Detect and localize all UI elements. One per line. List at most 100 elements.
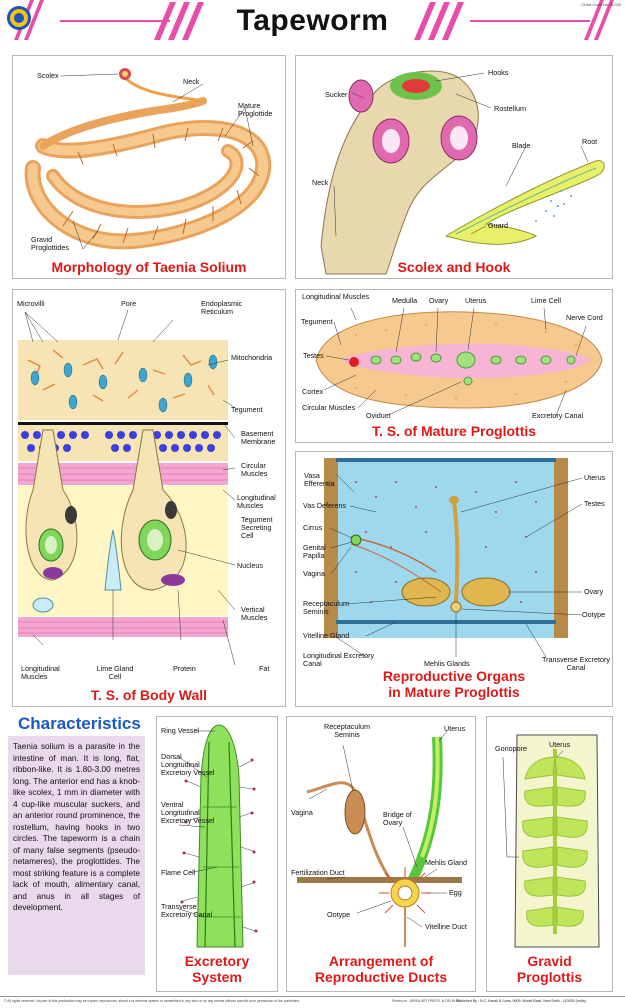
- label-flame-cell: Flame Cell: [161, 868, 196, 877]
- scolex-illustration: [320, 70, 605, 275]
- panel-title-ducts-line1: Arrangement of: [328, 953, 434, 969]
- label-longitudinal-muscles: Longitudinal Muscles: [302, 292, 370, 301]
- label-pore: Pore: [121, 299, 137, 308]
- panel-title-repro-line1: Reproductive Organs: [382, 668, 526, 684]
- panel-title-repro-line2: in Mature Proglottis: [388, 684, 520, 700]
- label-genital-papilla: Genital Papilla: [303, 543, 326, 560]
- label-vitelline-gland: Vitelline Gland: [303, 631, 350, 640]
- panel-title-ducts: Arrangement of Reproductive Ducts: [287, 953, 475, 985]
- characteristics-heading: Characteristics: [18, 714, 141, 733]
- reproductive-ducts-illustration: [297, 730, 462, 947]
- label-cortex: Cortex: [302, 387, 324, 396]
- label-blade: Blade: [512, 141, 531, 150]
- panel-title-gravid: Gravid Proglottis: [487, 953, 612, 985]
- label-ovary: Ovary: [429, 296, 449, 305]
- panel-gravid: Gonopore Uterus Gravid Proglottis: [486, 716, 613, 992]
- panel-scolex: Hooks Sucker Rostellum Root Blade Neck G…: [295, 55, 613, 279]
- label-uterus: Uterus: [465, 296, 487, 305]
- label-ring-vessel: Ring Vessel: [161, 726, 199, 735]
- label-vagina: Vagina: [303, 569, 325, 578]
- receptaculum-seminis-icon: [344, 789, 366, 835]
- scolex-head-icon: [119, 68, 131, 80]
- label-circular-muscles: Circular Muscles: [302, 403, 356, 412]
- label-mehlis-glands: Mehlis Glands: [424, 659, 470, 668]
- panel-body-wall: Microvilli Pore Endoplasmic Reticulum Mi…: [12, 289, 286, 707]
- gravid-proglottis-illustration: [502, 734, 600, 948]
- panel-title-gravid-line2: Proglottis: [516, 969, 583, 985]
- label-egg: Egg: [449, 888, 462, 897]
- excretory-system-illustration: [178, 724, 258, 948]
- label-oviduct: Oviduct: [366, 411, 391, 420]
- label-vasa-efferentia: Vasa Efferentia: [304, 471, 335, 488]
- label-microvilli: Microvilli: [17, 299, 45, 308]
- panel-title-proglottis: T. S. of Mature Proglottis: [371, 423, 537, 439]
- panel-title-excretory-line1: Excretory: [184, 953, 250, 969]
- label-sucker: Sucker: [325, 90, 348, 99]
- chart-code: Chart Code No. B-030: [581, 2, 621, 7]
- label-ovary: Ovary: [584, 587, 604, 596]
- label-mehlis-gland: Mehlis Gland: [425, 858, 467, 867]
- genital-papilla-icon: [350, 534, 362, 546]
- label-root: Root: [582, 137, 598, 146]
- label-neck: Neck: [312, 178, 329, 187]
- tegument-cell-nucleus-icon: [38, 519, 172, 562]
- label-lime-gland-cell: Lime Gland Cell: [96, 664, 134, 681]
- label-vertical-muscles: Vertical Muscles: [241, 605, 268, 622]
- label-ootype: Ootype: [582, 610, 606, 619]
- label-nerve-cord: Nerve Cord: [566, 313, 603, 322]
- footer-copyright: © All rights reserved. No part of this p…: [4, 999, 301, 1003]
- label-scolex: Scolex: [37, 71, 59, 80]
- label-basement-membrane: Basement Membrane: [241, 429, 276, 446]
- panel-title-repro-organs: Reproductive Organs in Mature Proglottis: [296, 668, 612, 700]
- repro-organs-illustration: [324, 458, 583, 658]
- panel-repro-organs: Vasa Efferentia Vas Deferens Cirrus Geni…: [295, 451, 613, 707]
- label-protein: Protein: [173, 664, 196, 673]
- header-stripes: [7, 0, 614, 40]
- label-vas-deferens: Vas Deferens: [303, 501, 347, 510]
- label-medulla: Medulla: [392, 296, 418, 305]
- label-fat: Fat: [259, 664, 270, 673]
- characteristics-text: Taenia solium is a parasite in the intes…: [8, 736, 145, 975]
- page-title: Tapeworm: [236, 4, 389, 37]
- label-excretory-canal: Excretory Canal: [532, 411, 584, 420]
- footer-divider: [0, 996, 625, 997]
- label-ootype: Ootype: [327, 910, 351, 919]
- label-mature-proglottide: Mature Proglottide: [238, 101, 273, 118]
- label-transverse-canal: Transverse Excretory Canal: [161, 902, 213, 919]
- label-neck: Neck: [183, 77, 200, 86]
- label-testes: Testes: [584, 499, 605, 508]
- ovary-icon: [401, 577, 511, 607]
- label-tegument-secreting-cell: Tegument Secreting Cell: [241, 515, 273, 540]
- label-gravid-proglottides: Gravid Proglottides: [31, 235, 69, 252]
- label-longitudinal-muscles-bottom: Longitudinal Muscles: [21, 664, 60, 681]
- panel-ducts: Receptaculum Seminis Uterus Vagina Bridg…: [286, 716, 476, 992]
- label-gonopore: Gonopore: [495, 744, 527, 753]
- label-fertilization-duct: Fertilization Duct: [291, 868, 345, 877]
- label-rostellum: Rostellum: [494, 104, 526, 113]
- ootype-egg-icon: [390, 878, 420, 908]
- label-dorsal-vessel: Dorsal Longitudinal Excretory Vessel: [161, 752, 215, 777]
- label-guard: Guard: [488, 221, 508, 230]
- footer-publisher: Published By : N.C. Kansil & Sons, 9909,…: [456, 999, 586, 1003]
- label-circular-muscles: Circular Muscles: [241, 461, 268, 478]
- label-receptaculum-seminis: Receptaculum Seminis: [324, 722, 370, 739]
- label-bridge-of-ovary: Bridge of Ovary: [383, 810, 412, 827]
- label-vagina: Vagina: [291, 808, 313, 817]
- panel-title-body-wall: T. S. of Body Wall: [90, 687, 208, 703]
- header-band: Tapeworm Chart Code No. B-030: [0, 0, 625, 44]
- panel-proglottis: Longitudinal Muscles Medulla Ovary Uteru…: [295, 289, 613, 443]
- label-nucleus: Nucleus: [237, 561, 263, 570]
- panel-title-gravid-line1: Gravid: [527, 953, 572, 969]
- label-tegument: Tegument: [231, 405, 263, 414]
- label-receptaculum-seminis: Receptaculum Seminis: [303, 599, 349, 616]
- body-wall-illustration: [18, 309, 236, 666]
- proglottis-ts-illustration: [315, 307, 603, 417]
- label-longitudinal-muscles-right: Longitudinal Muscles: [237, 493, 276, 510]
- label-transverse-excretory-canal: Transverse Excretory Canal: [541, 655, 611, 672]
- label-cirrus: Cirrus: [303, 523, 323, 532]
- panel-title-scolex: Scolex and Hook: [397, 259, 511, 275]
- label-vitelline-duct: Vitelline Duct: [425, 922, 467, 931]
- panel-title-excretory: Excretory System: [157, 953, 277, 985]
- label-uterus: Uterus: [549, 740, 571, 749]
- sucker-icon: [348, 79, 478, 164]
